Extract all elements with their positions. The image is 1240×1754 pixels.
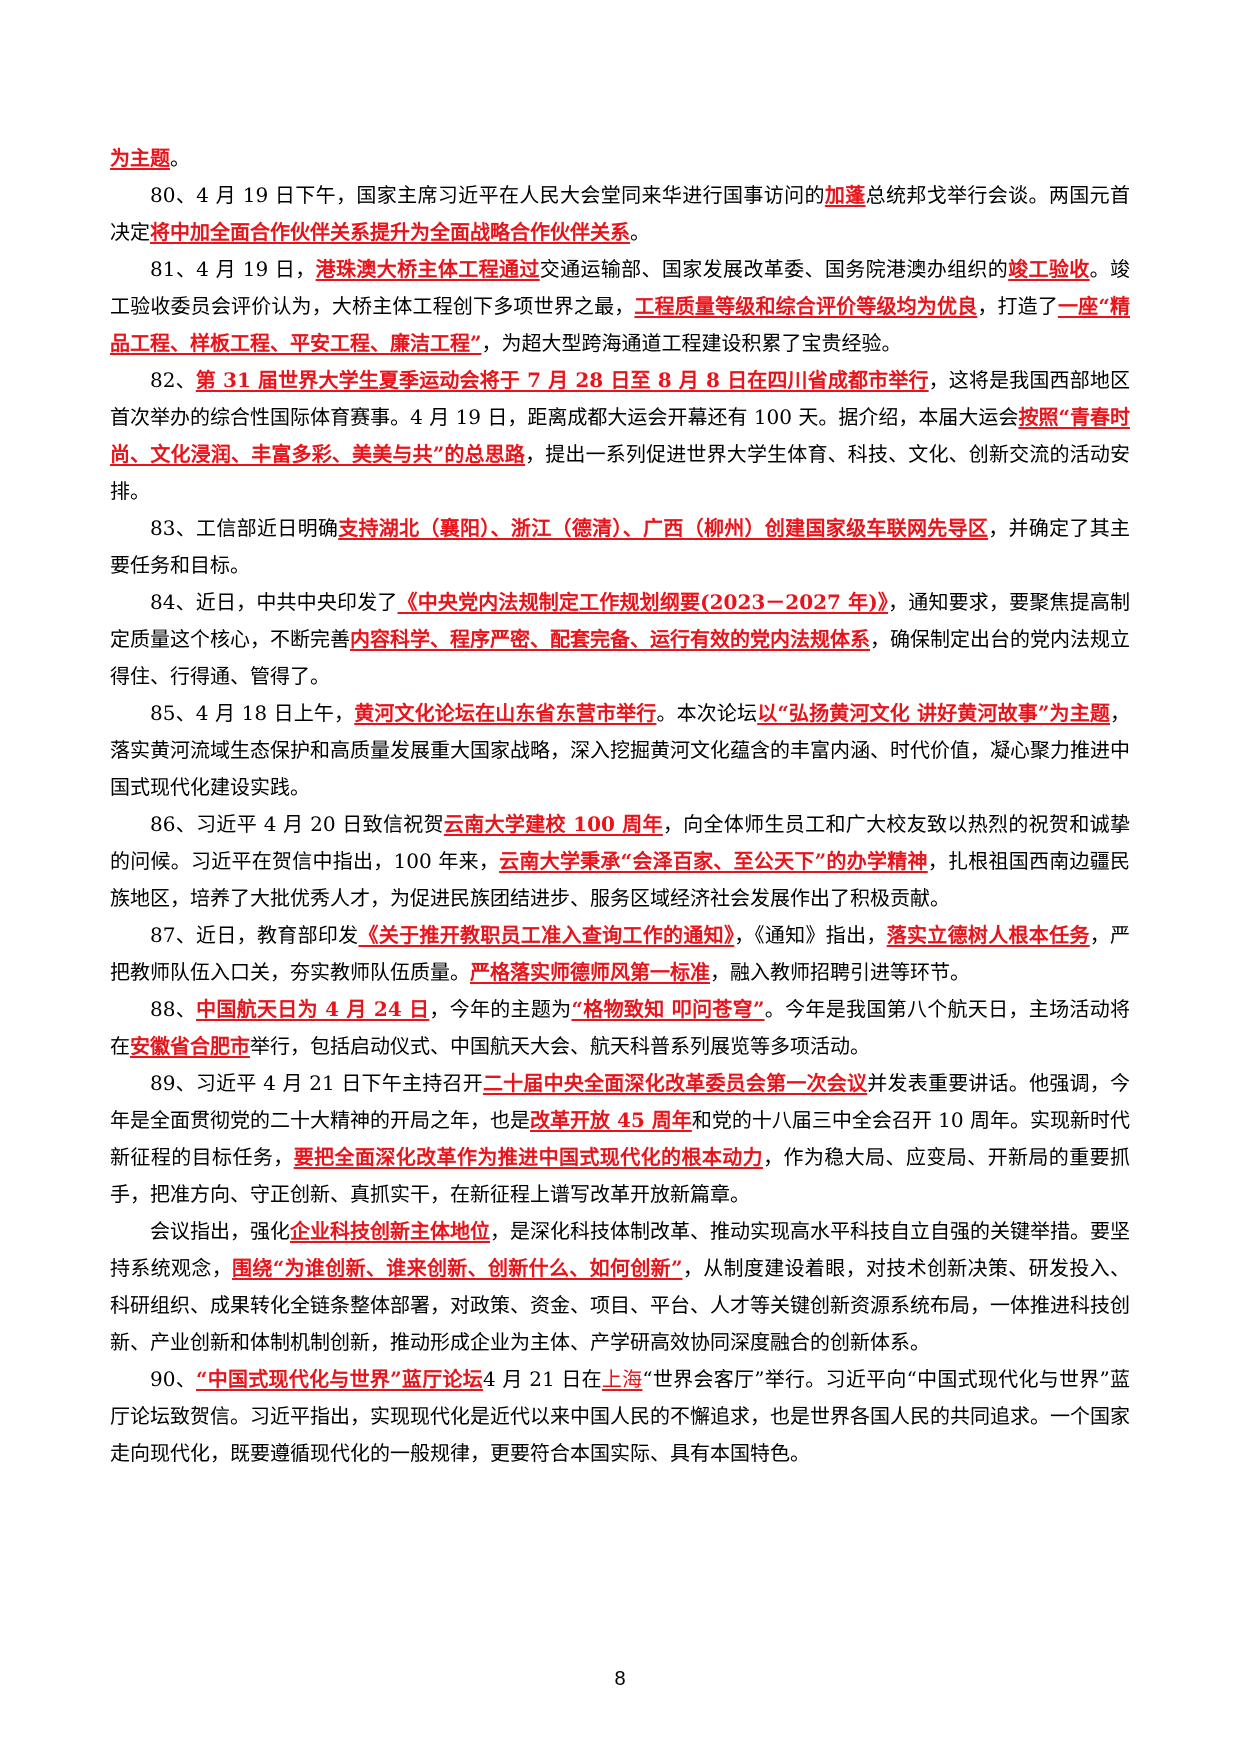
document-page: 为主题。80、4 月 19 日下午，国家主席习近平在人民大会堂同来华进行国事访问… xyxy=(110,140,1130,1472)
highlighted-text: 加蓬 xyxy=(824,183,866,207)
paragraph: 89、习近平 4 月 21 日下午主持召开二十届中央全面深化改革委员会第一次会议… xyxy=(110,1065,1130,1213)
highlighted-text: 要把全面深化改革作为推进中国式现代化的根本动力 xyxy=(293,1145,764,1169)
body-text: 80、4 月 19 日下午，国家主席习近平在人民大会堂同来华进行国事访问的 xyxy=(150,183,825,207)
highlighted-text: 落实立德树人根本任务 xyxy=(886,923,1090,947)
body-text: 。本次论坛 xyxy=(656,701,758,725)
highlighted-text: 改革开放 45 周年 xyxy=(530,1108,692,1132)
highlighted-text: 安徽省合肥市 xyxy=(130,1034,250,1058)
body-text: 。今年是我国第八个航天日，主场活动将在 xyxy=(110,997,1130,1058)
body-text: 86、习近平 4 月 20 日致信祝贺 xyxy=(150,812,444,836)
body-text: ，融入教师招聘引进等环节。 xyxy=(710,960,970,984)
body-text: 88、 xyxy=(150,997,197,1021)
body-text: 87、近日，教育部印发 xyxy=(150,923,359,947)
highlighted-text: 《关于推开教职员工准入查询工作的通知》 xyxy=(358,923,735,947)
paragraph: 会议指出，强化企业科技创新主体地位，是深化科技体制改革、推动实现高水平科技自立自… xyxy=(110,1213,1130,1361)
body-text: 交通运输部、国家发展改革委、国务院港澳办组织的 xyxy=(539,257,1009,281)
body-text: 。 xyxy=(630,220,650,244)
highlighted-text: “格物致知 叩问苍穹” xyxy=(571,997,765,1021)
highlighted-text: 支持湖北（襄阳）、浙江（德清）、广西（柳州）创建国家级车联网先导区 xyxy=(338,516,989,540)
highlighted-text: 以“弘扬黄河文化 讲好黄河故事”为主题 xyxy=(757,701,1111,725)
highlighted-text: 《中央党内法规制定工作规划纲要(2023－2027 年)》 xyxy=(397,590,889,614)
body-text: ，并确定了其主要任务和目标。 xyxy=(110,516,1131,577)
highlighted-text: 一座“精品工程、样板工程、平安工程、廉洁工程” xyxy=(110,294,1131,355)
body-text: ，打造了 xyxy=(977,294,1058,318)
paragraph: 82、第 31 届世界大学生夏季运动会将于 7 月 28 日至 8 月 8 日在… xyxy=(110,362,1130,510)
highlighted-text: 云南大学秉承“会泽百家、至公天下”的办学精神 xyxy=(499,849,928,873)
paragraph: 90、“中国式现代化与世界”蓝厅论坛4 月 21 日在上海“世界会客厅”举行。习… xyxy=(110,1361,1130,1472)
highlighted-text: 严格落实师德师风第一标准 xyxy=(470,960,710,984)
paragraph: 84、近日，中共中央印发了《中央党内法规制定工作规划纲要(2023－2027 年… xyxy=(110,584,1130,695)
highlighted-text: 云南大学建校 100 周年 xyxy=(443,812,663,836)
body-text: 。 xyxy=(170,146,190,170)
highlighted-text: 中国航天日为 4 月 24 日 xyxy=(196,997,430,1021)
body-text: ，这将是我国西部地区首次举办的综合性国际体育赛事。4 月 19 日，距离成都大运… xyxy=(110,368,1131,429)
paragraph: 为主题。 xyxy=(110,140,1130,177)
body-text: 82、 xyxy=(150,368,196,392)
body-text: 81、4 月 19 日， xyxy=(150,257,316,281)
paragraph: 86、习近平 4 月 20 日致信祝贺云南大学建校 100 周年，向全体师生员工… xyxy=(110,806,1130,917)
body-text: 83、工信部近日明确 xyxy=(150,516,339,540)
highlighted-text: “中国式现代化与世界”蓝厅论坛 xyxy=(195,1367,484,1391)
body-text: 和党的十八届三中全会召开 10 周年。实现新时代新征程的目标任务， xyxy=(110,1108,1131,1169)
body-text: ，落实黄河流域生态保护和高质量发展重大国家战略，深入挖掘黄河文化蕴含的丰富内涵、… xyxy=(110,701,1131,799)
highlighted-text: 按照“青春时尚、文化浸润、丰富多彩、美美与共”的总思路 xyxy=(110,405,1130,466)
paragraph: 88、中国航天日为 4 月 24 日，今年的主题为“格物致知 叩问苍穹”。今年是… xyxy=(110,991,1130,1065)
highlighted-text: 上海 xyxy=(601,1367,643,1391)
body-text: ，严把教师队伍入口关，夯实教师队伍质量。 xyxy=(110,923,1131,984)
body-text: 总统邦戈举行会谈。两国元首决定 xyxy=(110,183,1131,244)
body-text: 84、近日，中共中央印发了 xyxy=(150,590,398,614)
body-text: 90、 xyxy=(150,1367,196,1391)
paragraph: 85、4 月 18 日上午，黄河文化论坛在山东省东营市举行。本次论坛以“弘扬黄河… xyxy=(110,695,1130,806)
highlighted-text: 内容科学、程序严密、配套完备、运行有效的党内法规体系 xyxy=(350,627,870,651)
paragraph: 81、4 月 19 日，港珠澳大桥主体工程通过交通运输部、国家发展改革委、国务院… xyxy=(110,251,1130,362)
body-text: ，为超大型跨海通道工程建设积累了宝贵经验。 xyxy=(481,331,902,355)
highlighted-text: 港珠澳大桥主体工程通过 xyxy=(315,257,540,281)
body-text: 举行，包括启动仪式、中国航天大会、航天科普系列展览等多项活动。 xyxy=(250,1034,870,1058)
body-text: 并发表重要讲话。他强调，今年是全面贯彻党的二十大精神的开局之年，也是 xyxy=(110,1071,1131,1132)
highlighted-text: 竣工验收 xyxy=(1008,257,1090,281)
highlighted-text: 为主题 xyxy=(110,146,170,170)
body-text: ，从制度建设着眼，对技术创新决策、研发投入、科研组织、成果转化全链条整体部署，对… xyxy=(110,1256,1131,1354)
paragraph: 87、近日，教育部印发《关于推开教职员工准入查询工作的通知》，《通知》指出，落实… xyxy=(110,917,1130,991)
body-text: 85、4 月 18 日上午， xyxy=(150,701,355,725)
document-body: 为主题。80、4 月 19 日下午，国家主席习近平在人民大会堂同来华进行国事访问… xyxy=(110,140,1130,1472)
highlighted-text: 二十届中央全面深化改革委员会第一次会议 xyxy=(482,1071,868,1095)
highlighted-text: 工程质量等级和综合评价等级均为优良 xyxy=(634,294,978,318)
body-text: 会议指出，强化 xyxy=(150,1219,290,1243)
body-text: 4 月 21 日在 xyxy=(483,1367,602,1391)
highlighted-text: 围绕“为谁创新、谁来创新、创新什么、如何创新” xyxy=(232,1256,683,1280)
body-text: ，向全体师生员工和广大校友致以热烈的祝贺和诚挚的问候。习近平在贺信中指出，100… xyxy=(110,812,1130,873)
body-text: 89、习近平 4 月 21 日下午主持召开 xyxy=(150,1071,483,1095)
body-text: ，是深化科技体制改革、推动实现高水平科技自立自强的关键举措。要坚持系统观念， xyxy=(110,1219,1130,1280)
body-text: ，《通知》指出， xyxy=(734,923,887,947)
body-text: ，提出一系列促进世界大学生体育、科技、文化、创新交流的活动安排。 xyxy=(110,442,1130,503)
paragraph: 80、4 月 19 日下午，国家主席习近平在人民大会堂同来华进行国事访问的加蓬总… xyxy=(110,177,1130,251)
body-text: ，今年的主题为 xyxy=(429,997,572,1021)
body-text: ，作为稳大局、应变局、开新局的重要抓手，把准方向、守正创新、真抓实干，在新征程上… xyxy=(110,1145,1131,1206)
body-text: ，扎根祖国西南边疆民族地区，培养了大批优秀人才，为促进民族团结进步、服务区域经济… xyxy=(110,849,1131,910)
body-text: ，确保制定出台的党内法规立得住、行得通、管得了。 xyxy=(110,627,1130,688)
highlighted-text: 黄河文化论坛在山东省东营市举行 xyxy=(354,701,657,725)
page-number: 8 xyxy=(614,1668,626,1690)
highlighted-text: 将中加全面合作伙伴关系提升为全面战略合作伙伴关系 xyxy=(150,220,630,244)
body-text: “世界会客厅”举行。习近平向“中国式现代化与世界”蓝厅论坛致贺信。习近平指出，实… xyxy=(110,1367,1131,1465)
body-text: 。竣工验收委员会评价认为，大桥主体工程创下多项世界之最， xyxy=(110,257,1131,318)
body-text: ，通知要求，要聚焦提高制定质量这个核心，不断完善 xyxy=(110,590,1131,651)
highlighted-text: 企业科技创新主体地位 xyxy=(290,1219,490,1243)
highlighted-text: 第 31 届世界大学生夏季运动会将于 7 月 28 日至 8 月 8 日在四川省… xyxy=(195,368,929,392)
paragraph: 83、工信部近日明确支持湖北（襄阳）、浙江（德清）、广西（柳州）创建国家级车联网… xyxy=(110,510,1130,584)
